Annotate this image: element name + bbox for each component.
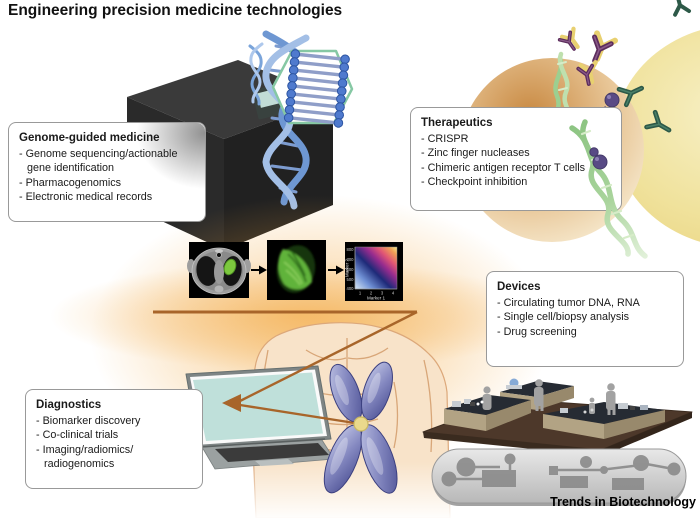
box-list-item: - Electronic medical records bbox=[19, 190, 153, 203]
orange-glow-wide bbox=[50, 261, 550, 371]
pipeline-arrow-icon bbox=[328, 265, 344, 275]
heatmap-x-tick: 4 bbox=[392, 291, 395, 296]
devices-box: Devices - Circulating tumor DNA, RNA - S… bbox=[486, 271, 684, 367]
heatmap-xlabel: Marker 1 bbox=[367, 296, 386, 301]
ct-scan-panel bbox=[187, 242, 251, 298]
laptop-computer bbox=[185, 365, 335, 470]
pipeline-arrow-icon bbox=[251, 265, 267, 275]
box-list-item: - Circulating tumor DNA, RNA bbox=[497, 297, 640, 309]
fluorescence-panel bbox=[267, 240, 326, 300]
lab-equipment bbox=[452, 378, 648, 414]
box-list-item: - Biomarker discovery bbox=[36, 415, 141, 427]
box-list-item: - CRISPR bbox=[421, 133, 469, 145]
box-list-item: - Genome sequencing/actionable gene iden… bbox=[19, 148, 178, 175]
heatmap-x-tick: 3 bbox=[381, 291, 384, 296]
genome-guided-medicine-box: Genome-guided medicine - Genome sequenci… bbox=[8, 122, 206, 222]
projection-lines bbox=[153, 310, 418, 426]
lab-person-silhouette bbox=[482, 379, 616, 415]
heatmap-y-tick: 800 bbox=[347, 247, 355, 252]
heatmap-ylabel: Marker 2 bbox=[345, 258, 350, 277]
diagnostics-box: Diagnostics - Biomarker discovery - Co-c… bbox=[25, 389, 203, 489]
heatmap-x-tick: 2 bbox=[370, 291, 373, 296]
box-list-item: - Zinc finger nucleases bbox=[421, 147, 530, 160]
box-list-item: - Pharmacogenomics bbox=[19, 176, 122, 189]
box-list-item: - Single cell/biopsy analysis bbox=[497, 311, 630, 324]
box-list-item: - Chimeric antigen receptor T cells bbox=[421, 161, 586, 174]
laptop-trackpad bbox=[255, 459, 294, 466]
laptop-keyboard bbox=[215, 443, 329, 462]
heatmap-y-tick: 600 bbox=[347, 267, 355, 272]
box-title: Diagnostics bbox=[36, 399, 102, 411]
centromere bbox=[353, 416, 369, 432]
heatmap-y-tick: 400 bbox=[347, 286, 355, 291]
brown-arrowhead-icon bbox=[222, 394, 241, 412]
box-list-item: - Checkpoint inhibition bbox=[421, 175, 528, 188]
box-title: Genome-guided medicine bbox=[19, 132, 160, 144]
box-title: Therapeutics bbox=[421, 117, 493, 129]
heatmap-x-tick: 1 bbox=[359, 291, 362, 296]
marker-heatmap-panel: 800 700 600 500 400 1 2 3 4 Marker 1 Mar… bbox=[345, 242, 403, 301]
box-list-item: - Co-clinical trials bbox=[36, 429, 119, 442]
box-list-item: - Imaging/radiomics/ radiogenomics bbox=[36, 443, 134, 470]
microfluidic-chip bbox=[431, 448, 687, 506]
therapeutics-box: Therapeutics - CRISPR - Zinc finger nucl… bbox=[410, 107, 622, 211]
heatmap-y-tick: 700 bbox=[347, 257, 355, 262]
box-title: Devices bbox=[497, 281, 541, 293]
journal-name: Trends in Biotechnology bbox=[550, 495, 696, 509]
ct-tumor-highlight bbox=[223, 258, 237, 276]
box-list-item: - Drug screening bbox=[497, 325, 577, 338]
x-chromosome bbox=[323, 361, 398, 494]
green-antibody-icon bbox=[671, 0, 689, 15]
heatmap-y-tick: 500 bbox=[347, 277, 355, 282]
figure-title: Engineering precision medicine technolog… bbox=[8, 2, 343, 19]
hexagon-basepair-zoom bbox=[271, 49, 354, 128]
